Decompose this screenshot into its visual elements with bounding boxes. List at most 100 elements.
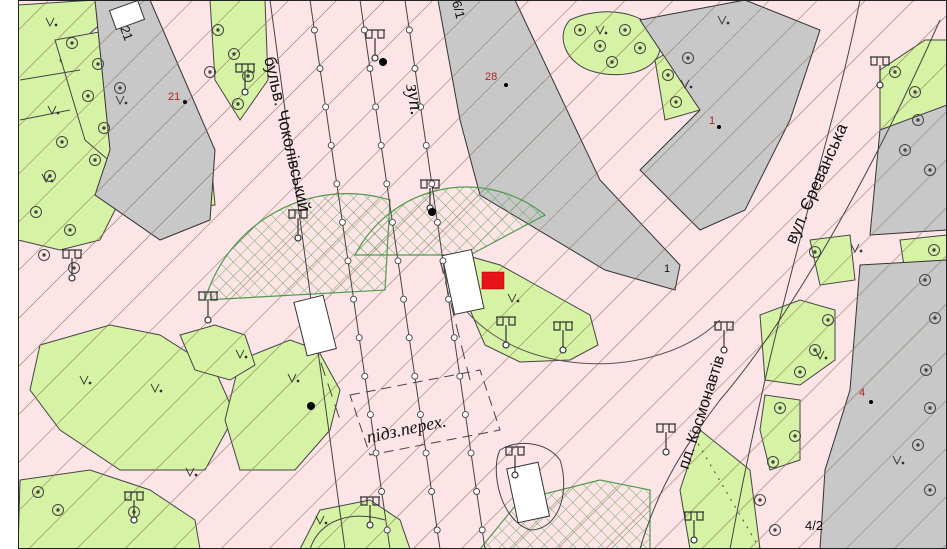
street-lamp-icon xyxy=(371,54,379,62)
road-line-bottom-arc xyxy=(309,515,386,549)
tree-icon xyxy=(778,406,782,410)
street-lamp-icon xyxy=(235,63,255,90)
point-marker xyxy=(717,125,721,129)
tree-icon xyxy=(758,498,762,502)
grass-symbol-icon xyxy=(159,389,163,393)
tree-icon xyxy=(813,250,817,254)
grass-symbol-icon xyxy=(315,515,325,526)
pole-icon xyxy=(383,180,391,188)
crosshatch-zone-bottom xyxy=(479,479,651,549)
tree-icon xyxy=(920,364,932,376)
stairs-left xyxy=(293,294,337,357)
tree-icon xyxy=(767,456,779,468)
pole-icon xyxy=(422,141,430,149)
tree-icon xyxy=(42,253,46,257)
grass-symbol-icon xyxy=(115,95,125,106)
pole-icon xyxy=(467,449,475,457)
tree-icon xyxy=(236,102,240,106)
street-lamp-icon xyxy=(684,511,704,538)
street-lamp-icon xyxy=(870,56,890,83)
tree-icon xyxy=(754,494,766,506)
road-oval-bottom xyxy=(495,442,565,531)
pole-icon xyxy=(383,526,391,534)
tree-icon xyxy=(34,210,38,214)
tree-icon xyxy=(809,344,821,356)
tree-icon xyxy=(36,490,40,494)
selected-plot-marker[interactable] xyxy=(481,271,505,290)
street-lamp-icon xyxy=(288,209,308,236)
tree-icon xyxy=(638,46,642,50)
tree-icon xyxy=(44,170,56,182)
road-curve-right xyxy=(639,19,941,549)
pole-icon xyxy=(338,218,346,226)
point-marker xyxy=(428,208,436,216)
pole-icon xyxy=(411,65,419,72)
pole-icon xyxy=(344,257,352,265)
pole-icon xyxy=(327,141,335,149)
point-marker xyxy=(869,400,873,404)
building-number: 1 xyxy=(664,263,670,275)
street-lamp-icon xyxy=(511,471,519,479)
tree-icon xyxy=(924,484,936,496)
tree-icon xyxy=(809,246,821,258)
tree-icon xyxy=(102,126,106,130)
point-marker xyxy=(379,58,387,66)
grass-symbol-icon xyxy=(689,85,693,89)
tree-icon xyxy=(822,314,834,326)
tree-icon xyxy=(634,42,646,54)
tree-icon xyxy=(773,528,777,532)
tree-icon xyxy=(114,82,126,94)
tree-icon xyxy=(913,90,917,94)
tree-icon xyxy=(606,56,618,68)
tree-icon xyxy=(86,94,90,98)
tree-icon xyxy=(96,62,100,66)
pole-icon xyxy=(372,449,380,457)
tree-icon xyxy=(928,488,932,492)
tree-icon xyxy=(204,66,216,78)
tree-icon xyxy=(670,96,682,108)
tree-icon xyxy=(118,86,122,90)
pole-icon xyxy=(378,488,386,495)
tree-icon xyxy=(52,504,64,516)
tree-icon xyxy=(66,37,78,49)
street-lamp-icon xyxy=(714,321,734,348)
point-markers xyxy=(183,58,873,410)
tree-icon xyxy=(789,430,801,442)
pole-icon xyxy=(366,65,374,72)
tree-icon xyxy=(798,370,802,374)
tree-icon xyxy=(598,44,602,48)
grass-symbol-icon xyxy=(850,243,860,254)
pole-icon xyxy=(350,295,358,303)
boulevard-line-3 xyxy=(359,0,441,549)
grass-symbol-icon xyxy=(296,379,300,383)
pole-icon xyxy=(456,372,464,380)
tree-icon xyxy=(919,274,931,286)
pole-icon xyxy=(416,411,424,419)
boulevard-line-2 xyxy=(309,0,391,549)
pole-icon xyxy=(405,26,413,34)
grass-symbol-icon xyxy=(287,373,297,384)
tree-icon xyxy=(232,52,236,56)
tree-icon xyxy=(70,41,74,45)
grass-symbol-icon xyxy=(79,375,89,386)
street-lamp-icon xyxy=(496,316,516,343)
pole-icon xyxy=(366,411,374,419)
tree-icon xyxy=(932,248,936,252)
pole-icon xyxy=(377,141,385,149)
pole-icon xyxy=(411,372,419,380)
street-lamp-icon xyxy=(662,448,670,456)
tree-icon xyxy=(578,28,582,32)
street-lamp-icon xyxy=(294,234,302,242)
street-lamp-icon xyxy=(365,29,385,56)
grass-symbol-icon xyxy=(604,31,608,35)
street-lamp-icon xyxy=(198,291,218,318)
pole-icon xyxy=(355,334,363,342)
street-lamp-icon xyxy=(130,516,138,524)
grass-symbol-icon xyxy=(859,249,863,253)
tree-icon xyxy=(924,402,936,414)
tree-icon xyxy=(899,144,911,156)
tree-icon xyxy=(92,58,104,70)
building-number: 21 xyxy=(117,24,136,43)
